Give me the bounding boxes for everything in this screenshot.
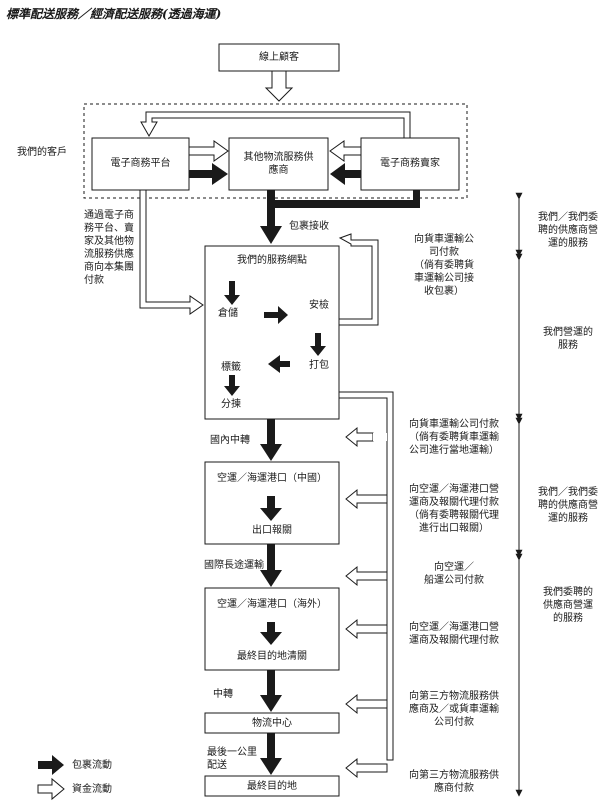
fund-arrow-customers-to-network	[139, 189, 204, 315]
customer-payment-label: 通過電子商 務平台、賣 家及其他物 流服務供應 商向本集團 付款	[84, 210, 134, 286]
export-customs-label: 出口報關	[252, 525, 292, 536]
parcel-arrow-seller-to-logistics	[330, 163, 361, 185]
parcel-arrow-pickup	[260, 190, 420, 244]
payment-label-7: 向第三方物流服務供 應商付款	[409, 770, 499, 794]
diagram-title: 標準配送服務／經濟配送服務(透過海運)	[6, 7, 222, 21]
other-logistics-label: 其他物流服務供 應商	[243, 152, 314, 176]
domestic-transfer-label: 國內中轉	[210, 435, 250, 446]
legend-fund-arrow-icon	[37, 777, 65, 801]
transit-label: 中轉	[213, 689, 233, 700]
fund-arrow-seller-to-platform	[140, 111, 411, 139]
parcel-arrow-label-down	[224, 375, 240, 396]
port-overseas-label: 空運／海運港口（海外）	[217, 599, 327, 610]
fund-line-domestic	[373, 433, 387, 441]
warehouse-label: 倉儲	[218, 308, 238, 319]
logistics-center-label: 物流中心	[252, 718, 292, 729]
payment-label-4: 向空運／ 船運公司付款	[424, 562, 484, 586]
final-destination-label: 最終目的地	[247, 781, 297, 792]
fund-arrow-transit-head	[345, 693, 388, 715]
payment-label-2: 向貨車運輸公司付款 （倘有委聘貨車運輸 公司進行當地運輸）	[409, 419, 499, 456]
parcel-arrow-platform-to-logistics	[189, 163, 228, 185]
fund-arrow-export-head	[345, 488, 388, 510]
segment-label-2: 我們營運的 服務	[543, 327, 593, 351]
last-mile-label: 最後一公里 配送	[207, 747, 257, 771]
service-network-label: 我們的服務網點	[237, 255, 307, 266]
fund-arrow-domestic-head	[345, 426, 374, 448]
ecommerce-platform-box	[91, 137, 190, 191]
fund-arrow-pickup-truck-loop	[338, 233, 379, 326]
segment-label-3: 我們／我們委 聘的供應商營 運的服務	[538, 487, 598, 524]
payment-label-6: 向第三方物流服務供 應商及／或貨車運輸 公司付款	[409, 691, 499, 728]
fund-arrow-shipping-head	[345, 565, 388, 587]
our-customers-label: 我們的客戶	[17, 147, 67, 158]
fund-arrow-seller-to-logistics	[329, 140, 362, 162]
fund-arrow-domestic-payment	[338, 391, 394, 761]
service-network-box	[204, 245, 340, 420]
parcel-arrow-warehouse-down	[224, 281, 240, 305]
destination-customs-label: 最終目的地清關	[237, 651, 307, 662]
parcel-arrow-to-security	[264, 306, 288, 324]
parcel-arrow-overseas-inner	[260, 622, 282, 645]
parcel-arrow-packing-to-label	[268, 355, 290, 373]
sorting-label: 分揀	[221, 399, 241, 410]
customer-group-box	[83, 103, 468, 199]
parcel-arrow-china-inner	[260, 496, 282, 521]
payment-label-1: 向貨車運輸公 司付款 （倘有委聘貨 車運輸公司接 收包裹）	[414, 234, 474, 297]
parcel-arrow-transit	[260, 670, 282, 712]
ecommerce-seller-label: 電子商務賣家	[380, 158, 440, 169]
payment-label-3: 向空運／海運港口營 運商及報關代理付款 （倘有委聘報關代理 進行出口報關）	[409, 484, 499, 534]
segment-label-1: 我們／我們委 聘的供應商營 運的服務	[538, 212, 598, 249]
labeling-label: 標籤	[221, 362, 241, 373]
parcel-arrow-security-down	[310, 333, 326, 356]
payment-label-5: 向空運／海運港口營 運商及報關代理付款	[409, 622, 499, 646]
packing-label: 打包	[309, 360, 329, 371]
parcel-arrow-lastmile	[260, 733, 282, 775]
ecommerce-platform-label: 電子商務平台	[110, 158, 171, 169]
parcel-arrow-domestic	[260, 419, 282, 461]
online-customer-box	[218, 43, 340, 72]
port-china-label: 空運／海運港口（中國）	[217, 473, 327, 484]
legend-parcel-flow-label: 包裹流動	[72, 760, 112, 771]
pickup-label: 包裹接收	[289, 221, 329, 232]
legend-parcel-arrow-icon	[38, 755, 64, 775]
fund-arrow-lastmile-head	[345, 757, 388, 779]
legend-fund-flow-label: 資金流動	[72, 784, 112, 795]
final-destination-box	[204, 775, 340, 797]
parcel-arrow-international	[260, 544, 282, 587]
fund-arrow-destination-head	[345, 618, 388, 640]
fund-arrow-customer-down	[264, 70, 294, 102]
security-label: 安檢	[309, 300, 329, 311]
other-logistics-box	[228, 137, 329, 191]
fund-arrow-platform-to-logistics	[188, 140, 229, 162]
online-customer-label: 線上顧客	[259, 52, 299, 63]
international-transport-label: 國際長途運輸	[204, 560, 264, 571]
segment-label-4: 我們委聘的 供應商營運 的服務	[543, 587, 593, 624]
